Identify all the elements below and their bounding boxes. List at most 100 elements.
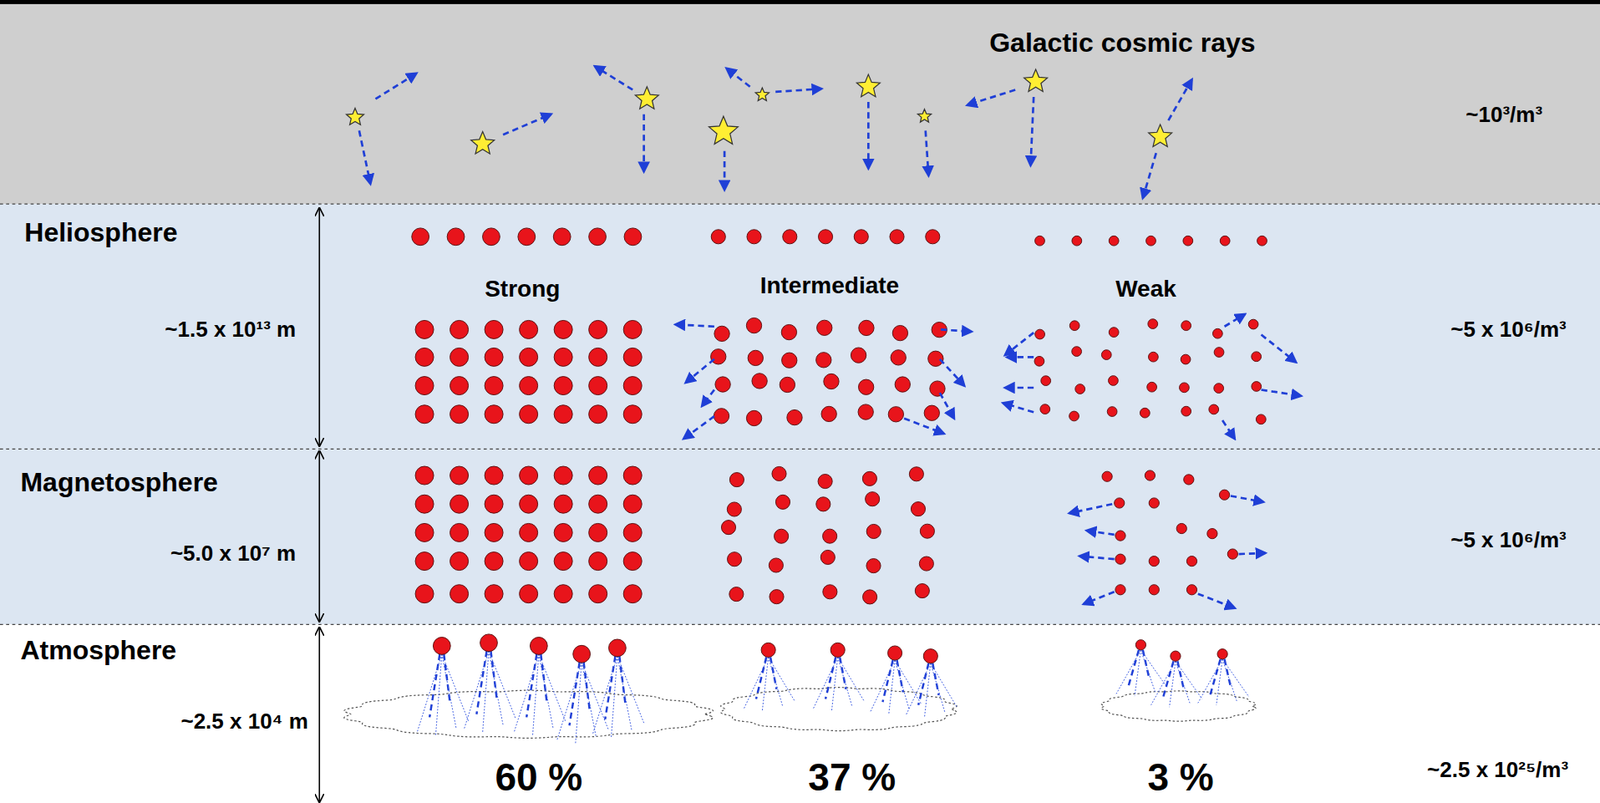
particle-dot — [1186, 584, 1197, 595]
particle-dot — [1212, 328, 1223, 339]
band-fill — [0, 0, 1600, 204]
particle-dot — [1108, 235, 1119, 246]
particle-dot — [450, 552, 469, 571]
particle-dot — [415, 466, 434, 485]
particle-dot — [919, 556, 934, 571]
shower-track — [743, 656, 768, 709]
particle-dot — [1213, 347, 1225, 358]
shower-track — [538, 654, 566, 722]
motion-arrow — [1239, 553, 1266, 554]
particle-dot — [1069, 320, 1080, 331]
particle-dot — [415, 584, 434, 604]
particle-dot — [623, 347, 642, 366]
particle-dot — [519, 466, 539, 485]
particle-dot — [892, 325, 908, 341]
particle-dot — [589, 552, 608, 571]
particle-dot — [816, 497, 831, 512]
particle-dot — [1139, 407, 1150, 418]
shower-track — [538, 654, 554, 729]
shower-track — [617, 655, 645, 723]
particle-dot — [1071, 235, 1082, 246]
particle-dot — [1034, 355, 1045, 366]
star-icon — [755, 87, 769, 101]
motion-arrow — [594, 66, 633, 90]
shower-track — [1222, 659, 1250, 697]
particle-dot — [761, 642, 776, 657]
particle-dot — [623, 376, 642, 396]
particle-dot — [1115, 584, 1126, 595]
band-fill — [0, 448, 1600, 625]
particle-dot — [746, 317, 762, 333]
particle-dot — [1219, 489, 1230, 500]
band-label: 60 % — [494, 755, 583, 800]
shower-track — [882, 660, 893, 702]
particle-dot — [925, 229, 940, 244]
particle-dot — [519, 523, 539, 542]
particle-dot — [450, 523, 469, 542]
particle-dot — [519, 320, 539, 339]
band-label: ~5.0 x 10⁷ m — [170, 541, 296, 567]
band-label: ~1.5 x 10¹³ m — [164, 317, 296, 343]
motion-arrow — [967, 89, 1016, 105]
particle-dot — [1040, 404, 1051, 415]
shower-track — [838, 656, 865, 701]
shower-track — [1209, 659, 1220, 696]
particle-dot — [589, 376, 608, 396]
particle-dot — [1146, 235, 1157, 246]
particle-dot — [553, 347, 573, 366]
star-icon — [634, 86, 659, 110]
particle-dot — [1227, 548, 1238, 559]
shower-track — [1140, 650, 1155, 692]
particle-dot — [432, 637, 451, 656]
particle-dot — [484, 552, 503, 571]
shower-track — [924, 663, 930, 718]
particle-dot — [519, 347, 539, 366]
particle-dot — [746, 410, 762, 426]
particle-dot — [411, 228, 430, 246]
shower-track — [1175, 660, 1190, 703]
motion-arrow — [1230, 495, 1264, 502]
particle-dot — [589, 405, 608, 424]
motion-arrow — [642, 114, 646, 172]
particle-dot — [450, 347, 469, 366]
shower-track — [1142, 650, 1149, 678]
particle-dot — [721, 520, 736, 535]
shower-track — [593, 655, 618, 734]
particle-dot — [747, 350, 763, 366]
particle-dot — [888, 406, 904, 422]
shower-track — [831, 656, 838, 712]
motion-arrow — [925, 130, 930, 176]
motion-arrow — [1031, 96, 1035, 166]
band-label: 3 % — [1147, 755, 1214, 800]
particle-dot — [1069, 411, 1080, 422]
particle-dot — [1041, 375, 1052, 387]
band-title: Magnetosphere — [20, 467, 218, 498]
cloud-outline — [344, 690, 714, 738]
shower-track — [1198, 659, 1223, 704]
particle-dot — [817, 229, 833, 244]
extent-arrow — [318, 627, 320, 803]
particle-dot — [858, 404, 874, 420]
particle-dot — [714, 325, 730, 341]
particle-dot — [553, 494, 573, 514]
particle-dot — [889, 229, 905, 244]
particle-dot — [1255, 414, 1266, 425]
particle-dot — [782, 229, 798, 244]
particle-dot — [589, 523, 608, 542]
shower-track — [488, 650, 516, 718]
shower-track — [918, 663, 929, 706]
particle-dot — [623, 523, 642, 542]
particle-dot — [415, 494, 434, 514]
particle-dot — [450, 466, 469, 485]
particle-dot — [1257, 235, 1268, 246]
particle-dot — [519, 376, 539, 396]
shower-track — [1175, 660, 1203, 699]
particle-dot — [1114, 497, 1125, 508]
particle-dot — [746, 229, 762, 244]
particle-dot — [850, 347, 866, 363]
particle-dot — [519, 405, 539, 424]
particle-dot — [822, 528, 838, 544]
particle-dot — [1071, 346, 1082, 357]
shower-track — [476, 650, 487, 715]
